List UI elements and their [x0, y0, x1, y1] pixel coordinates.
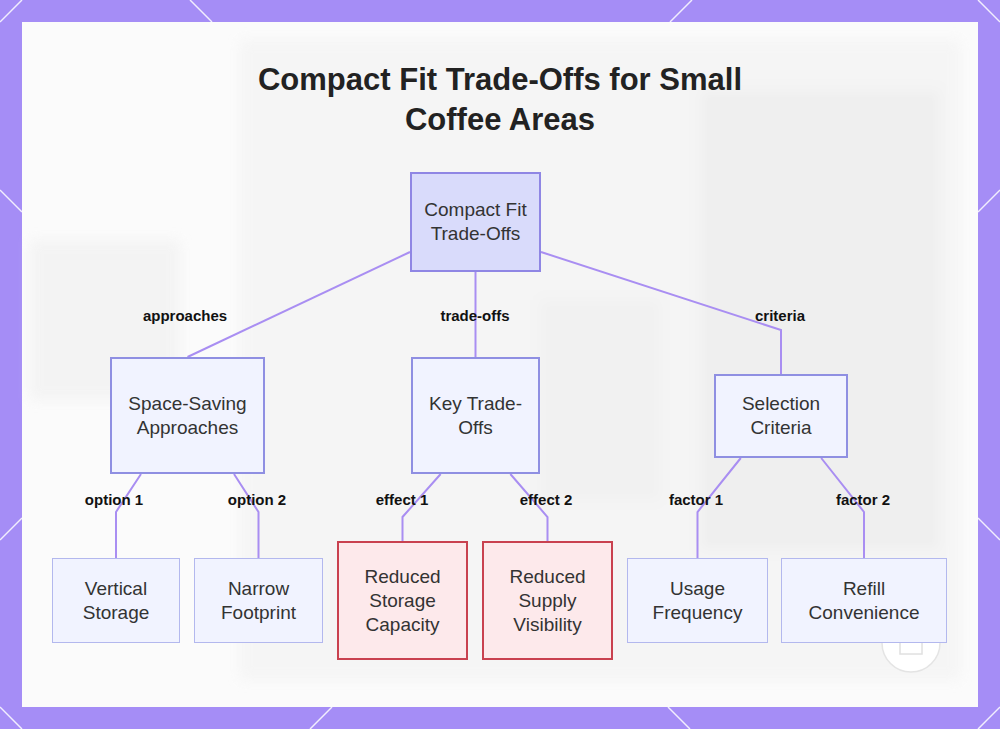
concept-box: Key Trade-Offs — [411, 357, 540, 474]
node-text: Reduced Storage Capacity — [345, 565, 460, 637]
edge-label: factor 1 — [669, 491, 723, 508]
node-text: Refill Convenience — [788, 577, 940, 625]
photo-blob — [240, 40, 960, 680]
node-text: Compact Fit Trade-Offs — [418, 198, 533, 246]
concept-box: Refill Convenience — [781, 558, 947, 643]
edge-label: option 1 — [85, 491, 143, 508]
connector-line — [116, 474, 141, 558]
connector-line — [698, 458, 741, 558]
frame-diagonal — [0, 0, 22, 22]
edge-label: trade-offs — [440, 307, 509, 324]
effect-box: Reduced Supply Visibility — [482, 541, 613, 660]
edge-label: factor 2 — [836, 491, 890, 508]
connector-line — [188, 252, 411, 357]
connector-line — [403, 474, 441, 541]
frame-diagonal — [310, 707, 332, 729]
concept-box: Vertical Storage — [52, 558, 180, 643]
concept-box: Narrow Footprint — [194, 558, 323, 643]
node-text: Narrow Footprint — [201, 577, 316, 625]
connector-line — [541, 252, 781, 374]
concept-box: Space-Saving Approaches — [110, 357, 265, 474]
frame-diagonal — [190, 0, 212, 22]
node-text: Selection Criteria — [722, 392, 840, 440]
node-text: Key Trade-Offs — [419, 392, 532, 440]
frame-diagonal — [0, 518, 22, 540]
diagram-title: Compact Fit Trade-Offs for Small Coffee … — [230, 60, 770, 140]
node-text: Reduced Supply Visibility — [490, 565, 605, 637]
node-text: Usage Frequency — [634, 577, 761, 625]
frame-diagonal — [0, 190, 22, 212]
edge-label: effect 1 — [376, 491, 429, 508]
frame-diagonal — [670, 0, 692, 22]
edge-label: effect 2 — [520, 491, 573, 508]
photo-blob — [700, 90, 940, 550]
concept-box: Selection Criteria — [714, 374, 848, 458]
frame-diagonal — [0, 707, 22, 729]
blurred-photo — [30, 40, 960, 680]
connector-line — [510, 474, 547, 541]
concept-box: Compact Fit Trade-Offs — [410, 172, 541, 272]
frame-diagonal — [668, 707, 690, 729]
edge-label: criteria — [755, 307, 805, 324]
effect-box: Reduced Storage Capacity — [337, 541, 468, 660]
edge-label: approaches — [143, 307, 227, 324]
frame-diagonal — [978, 707, 1000, 729]
node-text: Vertical Storage — [59, 577, 173, 625]
frame-diagonal — [978, 0, 1000, 22]
connector-line — [234, 474, 259, 558]
photo-blob — [540, 300, 660, 500]
concept-box: Usage Frequency — [627, 558, 768, 643]
connector-line — [821, 458, 864, 558]
frame-diagonal — [978, 190, 1000, 212]
panel-background — [22, 22, 978, 707]
edge-label: option 2 — [228, 491, 286, 508]
node-text: Space-Saving Approaches — [118, 392, 257, 440]
frame-diagonal — [978, 518, 1000, 540]
connector-layer — [116, 252, 864, 558]
